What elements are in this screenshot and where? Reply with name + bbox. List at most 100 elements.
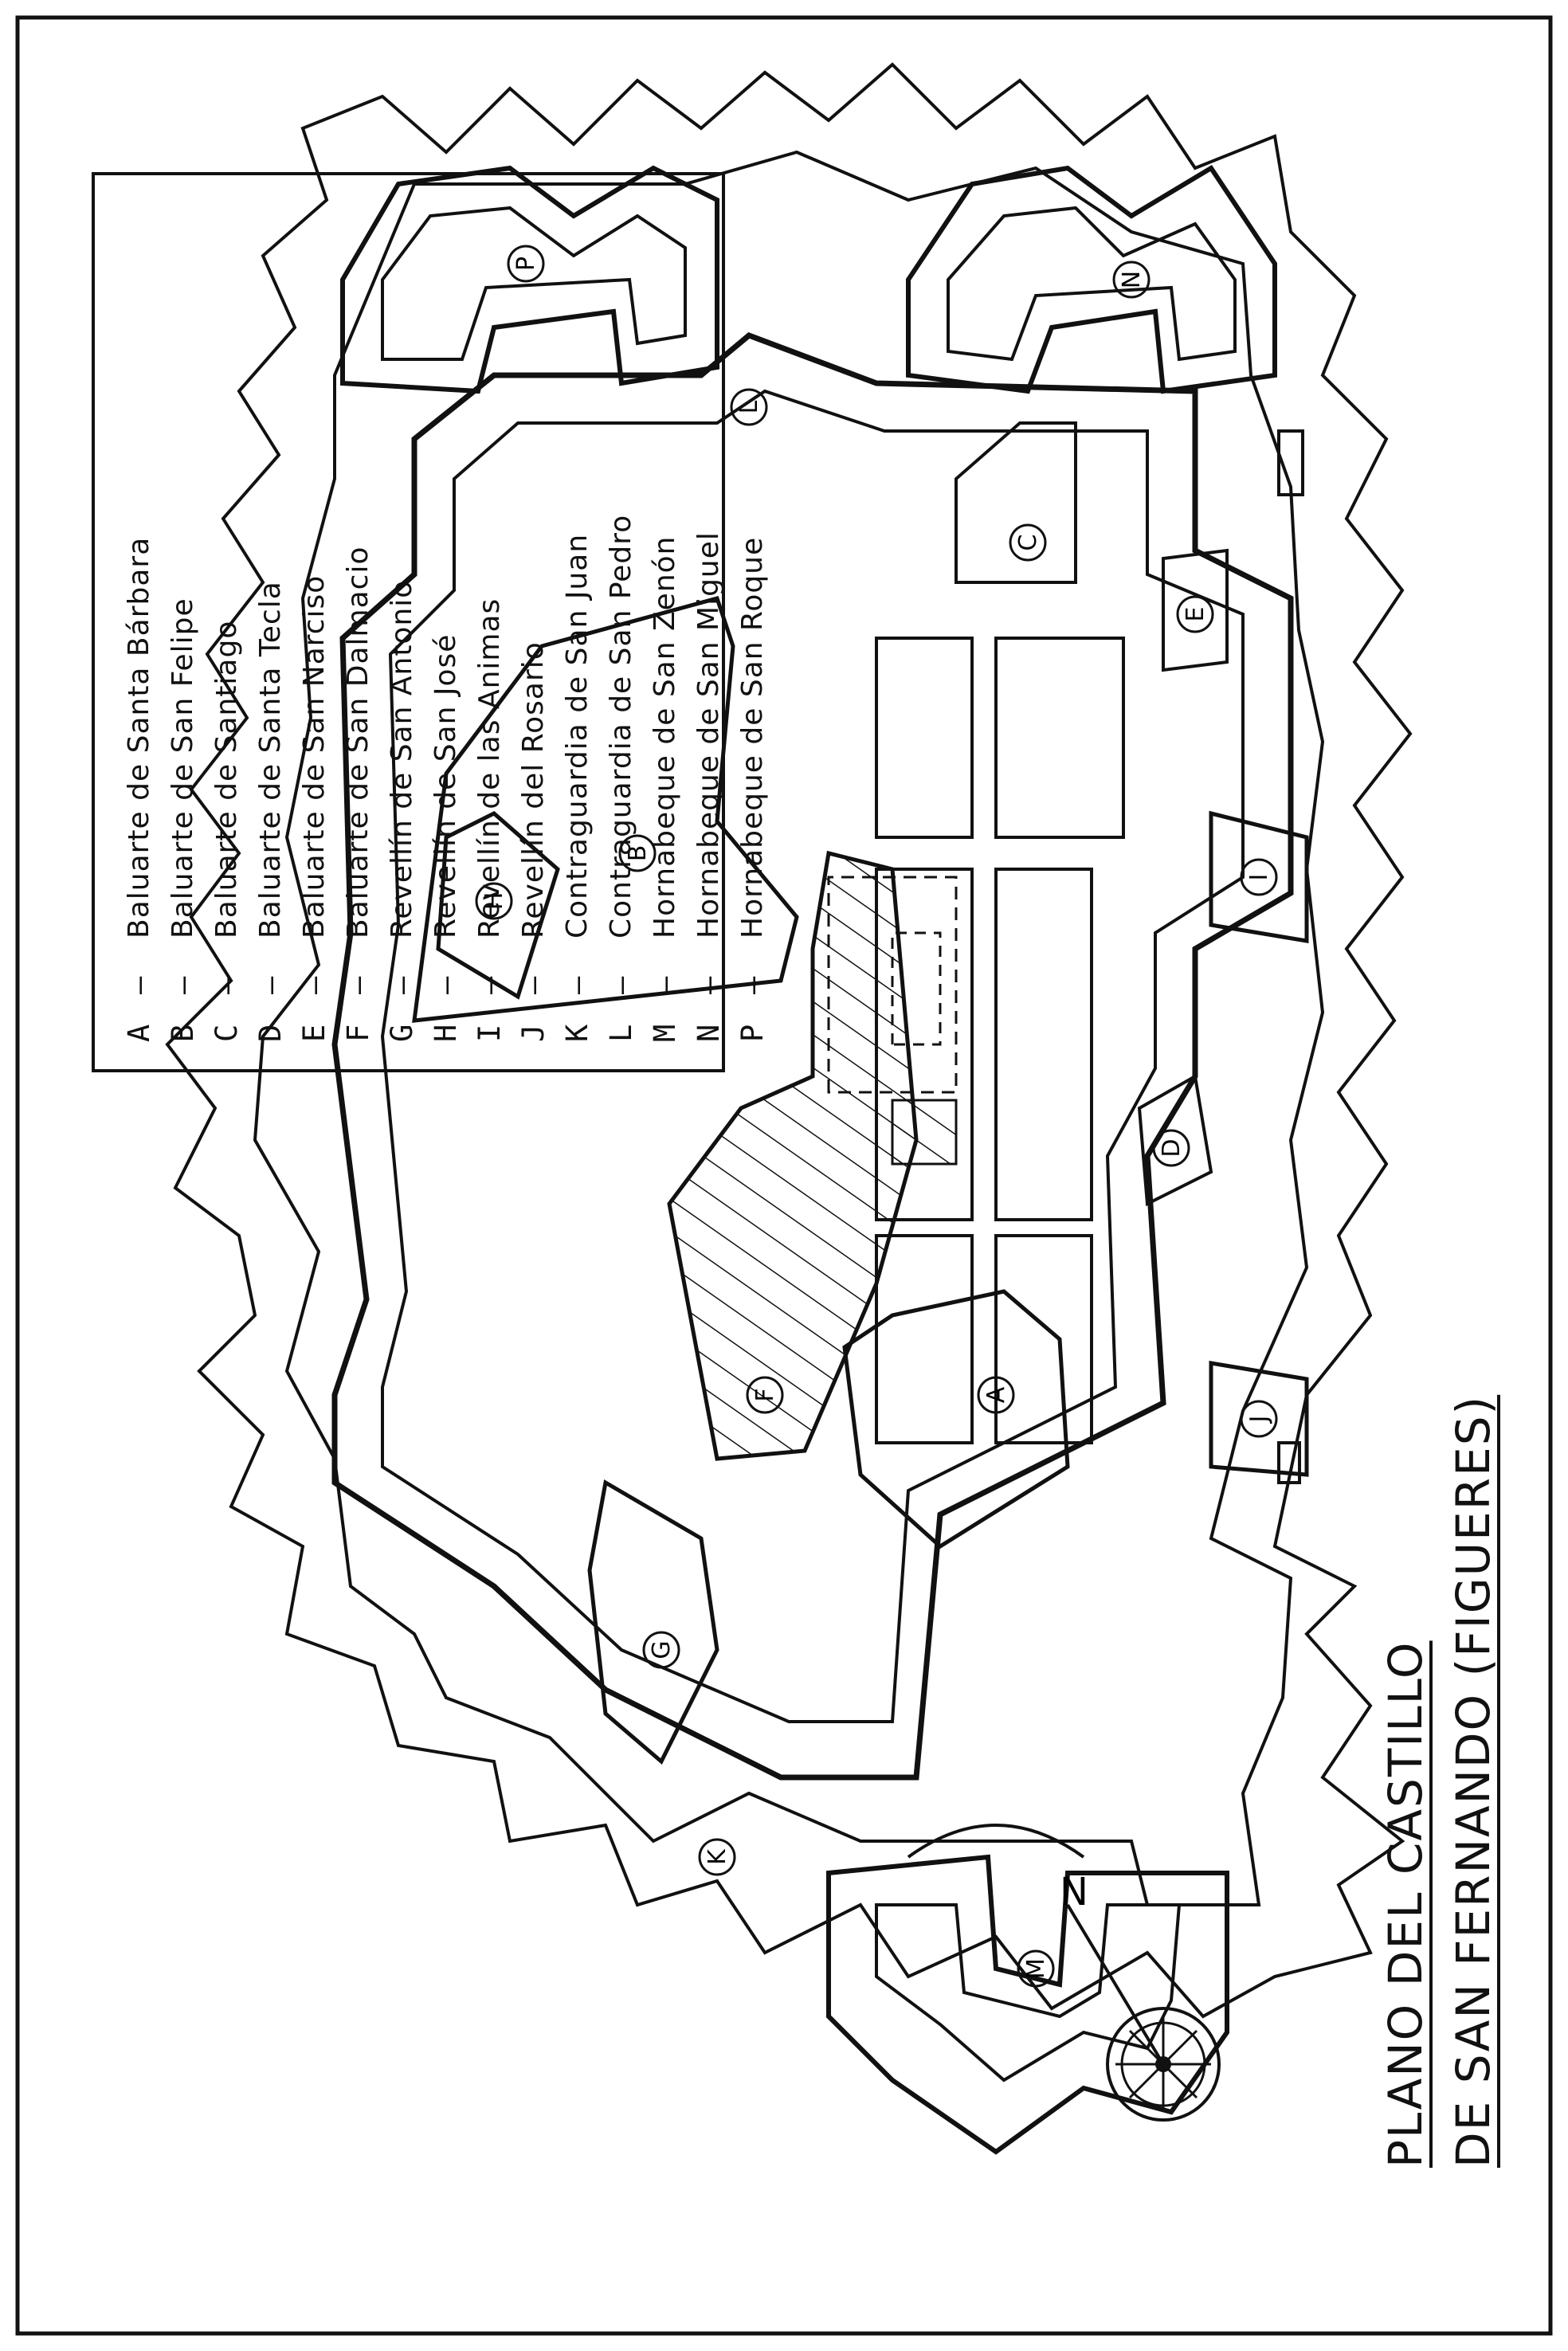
svg-text:C: C <box>1014 535 1042 551</box>
legend-row: H—Revellín de San José <box>424 202 468 1042</box>
legend-code: A <box>122 1024 156 1042</box>
legend-row: A—Baluarte de Santa Bárbara <box>117 202 161 1042</box>
legend-dash: — <box>341 976 375 994</box>
legend-dash: — <box>735 976 770 994</box>
legend-code: C <box>210 1024 244 1042</box>
hornwork-m-curve <box>907 1824 1085 1859</box>
legend-dash: — <box>516 976 551 994</box>
svg-text:K: K <box>704 1848 731 1865</box>
legend-name: Baluarte de Santa Bárbara <box>123 536 155 938</box>
gate-post <box>1277 1441 1301 1484</box>
legend-row: I — Revellín de las Animas <box>468 202 512 1042</box>
svg-text:M: M <box>1022 1958 1050 1979</box>
map-label-m: M <box>1017 1949 1055 1988</box>
legend-row: J — Revellín del Rosario <box>512 202 555 1042</box>
legend-row: B—Baluarte de San Felipe <box>161 202 205 1042</box>
map-label-e: E <box>1176 595 1214 633</box>
svg-text:F: F <box>751 1388 779 1401</box>
enceinte-outer-wall <box>331 332 1294 1781</box>
interior-block <box>994 868 1093 1221</box>
legend-code: N <box>692 1024 726 1042</box>
legend-name: Revellín del Rosario <box>517 641 550 938</box>
hatched-block <box>891 1099 958 1166</box>
interior-block <box>875 637 974 839</box>
legend-name: Hornabeque de San Zenón <box>649 535 681 938</box>
legend-code: J <box>516 1024 551 1042</box>
svg-text:D: D <box>1158 1138 1186 1157</box>
legend-row: N — Hornabeque de San Miguel <box>687 202 731 1042</box>
page-frame <box>15 15 1553 2336</box>
svg-text:P: P <box>512 257 540 271</box>
hornwork-p-outline <box>906 164 1277 394</box>
bastion-b <box>412 595 799 1023</box>
legend-row: C — Baluarte de Santiago <box>205 202 249 1042</box>
legend-code: M <box>648 1024 682 1042</box>
legend-row: K — Contraguardia de San Juan <box>555 202 599 1042</box>
legend-name: Hornabeque de San Roque <box>736 536 769 938</box>
legend-row: M—Hornabeque de San Zenón <box>643 202 687 1042</box>
legend-code: K <box>560 1024 594 1042</box>
map-label-c: C <box>1009 523 1047 562</box>
legend-row: E—Baluarte de San Narciso <box>292 202 336 1042</box>
interior-block <box>875 1234 974 1444</box>
svg-text:I: I <box>1245 874 1273 881</box>
svg-text:H: H <box>480 892 508 911</box>
legend-name: Baluarte de Santiago <box>210 620 243 938</box>
map-label-d: D <box>1152 1129 1190 1167</box>
legend-name: Baluarte de San Dalmacio <box>342 546 374 939</box>
bastion-e <box>1162 548 1229 672</box>
hornwork-n-inner <box>381 206 687 361</box>
svg-text:N: N <box>1118 271 1146 288</box>
map-label-i: I <box>1240 858 1278 896</box>
legend-code: E <box>297 1024 331 1042</box>
map-label-b: B <box>618 834 657 872</box>
map-label-g: G <box>642 1631 680 1669</box>
map-label-l: L <box>730 388 768 426</box>
map-label-n: N <box>1112 261 1151 299</box>
interior-block <box>875 868 974 1221</box>
legend-dash: — <box>166 976 200 994</box>
legend-code: D <box>253 1024 288 1042</box>
legend-row: L—Contraguardia de San Pedro <box>599 202 643 1042</box>
interior-block <box>994 1234 1093 1444</box>
legend-code: F <box>341 1024 375 1042</box>
bastion-d <box>1137 1073 1213 1207</box>
legend-row: P — Hornabeque de San Roque <box>731 202 774 1042</box>
svg-text:E: E <box>1182 607 1209 622</box>
compass-rose <box>1066 1903 1221 2122</box>
compass-north-letter: N <box>1060 1870 1088 1914</box>
legend-code: H <box>429 1024 463 1042</box>
legend-code: I <box>472 1024 507 1042</box>
legend-name: Hornabeque de San Miguel <box>692 531 725 938</box>
legend-row: D — Baluarte de Santa Tecla <box>249 202 292 1042</box>
legend-dash: — <box>385 976 419 994</box>
legend-dash: — <box>210 976 244 994</box>
legend-row: G—Revellín de San Antonio <box>380 202 424 1042</box>
legend-dash: — <box>253 976 288 994</box>
ravelin-j <box>1209 1361 1309 1477</box>
svg-text:L: L <box>735 400 763 413</box>
legend-dash: — <box>472 976 507 994</box>
ravelin-h <box>436 811 560 1000</box>
legend-name: Baluarte de Santa Tecla <box>254 581 287 938</box>
legend-code: L <box>604 1024 638 1042</box>
svg-text:B: B <box>624 845 652 862</box>
legend-dash: — <box>692 976 726 994</box>
legend-name: Revellín de las Animas <box>473 598 506 938</box>
map-label-a: A <box>977 1376 1015 1414</box>
glacis-outline <box>165 62 1413 2019</box>
bastion-f <box>667 850 919 1461</box>
hornwork-m-inner <box>875 1903 1182 2083</box>
ravelin-g <box>587 1479 719 1765</box>
interior-block <box>994 637 1125 839</box>
hornwork-m-outline <box>826 1854 1229 2155</box>
covered-way-outline <box>253 150 1325 1906</box>
legend-code: P <box>735 1024 770 1042</box>
legend-code: B <box>166 1024 200 1042</box>
legend-name: Revellín de San Antonio <box>386 579 418 938</box>
legend-name: Contraguardia de San Juan <box>561 533 594 938</box>
legend-dash: — <box>560 976 594 994</box>
